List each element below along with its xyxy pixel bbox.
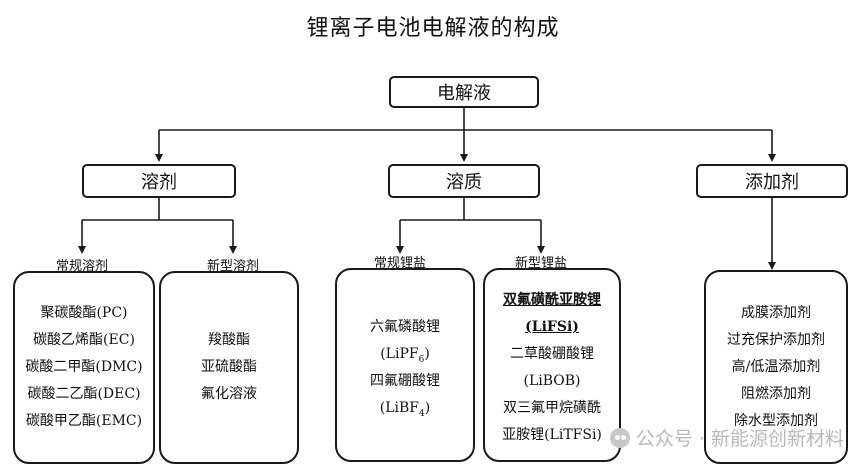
solvent-item-dec: 碳酸二乙酯(DEC) (27, 386, 141, 402)
watermark-text: 公众号 · 新能源创新材料 (635, 428, 844, 450)
additive-label: 添加剂 (745, 172, 799, 193)
new-solvent-item-fluorinated: 氟化溶液 (201, 386, 257, 402)
conventional-solvent-panel: 聚碳酸酯(PC) 碳酸乙烯酯(EC) 碳酸二甲酯(DMC) 碳酸二乙酯(DEC)… (13, 271, 155, 464)
conventional-solvent-label: 常规溶剂 (55, 259, 108, 274)
root-label: 电解液 (437, 83, 491, 104)
wechat-icon (609, 427, 630, 448)
solvent-item-ec: 碳酸乙烯酯(EC) (33, 332, 135, 348)
solvent-item-emc: 碳酸甲乙酯(EMC) (25, 413, 143, 429)
solvent-category-box: 溶剂 (82, 164, 236, 198)
new-solvent-item-carboxylate: 羧酸酯 (208, 332, 250, 348)
solvent-item-pc: 聚碳酸酯(PC) (40, 305, 128, 321)
new-solvent-panel: 羧酸酯 亚硫酸酯 氟化溶液 (159, 271, 299, 464)
new-solvent-label: 新型溶剂 (206, 259, 259, 274)
salt-item-lipf6-name: 六氟磷酸锂 (370, 319, 440, 335)
solvent-label: 溶剂 (141, 172, 177, 193)
salt-item-lipf6-formula: (LiPF6) (380, 346, 430, 365)
additive-category-box: 添加剂 (696, 164, 848, 198)
solute-label: 溶质 (446, 172, 482, 193)
new-lithium-salt-label: 新型锂盐 (514, 256, 567, 271)
salt-item-libob-name: 二草酸硼酸锂 (510, 346, 594, 362)
diagram-title: 锂离子电池电解液的构成 (306, 16, 560, 41)
additive-item-overcharge: 过充保护添加剂 (727, 331, 825, 348)
salt-item-lifsi-formula: (LiFSi) (525, 319, 579, 335)
solvent-item-dmc: 碳酸二甲酯(DMC) (25, 359, 143, 375)
watermark: 公众号 · 新能源创新材料 (609, 424, 844, 451)
additives-panel: 成膜添加剂 过充保护添加剂 高/低温添加剂 阻燃添加剂 除水型添加剂 (704, 270, 848, 464)
salt-item-libf4-formula: (LiBF4) (379, 400, 431, 419)
additive-item-flame-retardant: 阻燃添加剂 (741, 385, 811, 402)
salt-item-litfsi-name-line1: 双三氟甲烷磺酰 (503, 400, 601, 416)
new-lithium-salt-panel: 双氟磺酰亚胺锂 (LiFSi) 二草酸硼酸锂 (LiBOB) 双三氟甲烷磺酰 亚… (483, 268, 621, 462)
salt-item-libob-formula: (LiBOB) (523, 373, 581, 389)
salt-item-litfsi-name-line2: 亚胺锂(LiTFSi) (502, 427, 602, 443)
additive-item-film-forming: 成膜添加剂 (741, 304, 811, 321)
additive-item-water-removal: 除水型添加剂 (734, 412, 818, 429)
conventional-lithium-salt-label: 常规锂盐 (373, 256, 426, 271)
conventional-lithium-salt-panel: 六氟磷酸锂 (LiPF6) 四氟硼酸锂 (LiBF4) (335, 268, 475, 462)
root-electrolyte-box: 电解液 (389, 76, 539, 108)
new-solvent-item-sulfite: 亚硫酸酯 (201, 359, 257, 375)
salt-item-lifsi-name: 双氟磺酰亚胺锂 (503, 292, 601, 308)
salt-item-libf4-name: 四氟硼酸锂 (370, 373, 440, 389)
solute-category-box: 溶质 (388, 164, 540, 198)
additive-item-temperature: 高/低温添加剂 (731, 358, 821, 375)
